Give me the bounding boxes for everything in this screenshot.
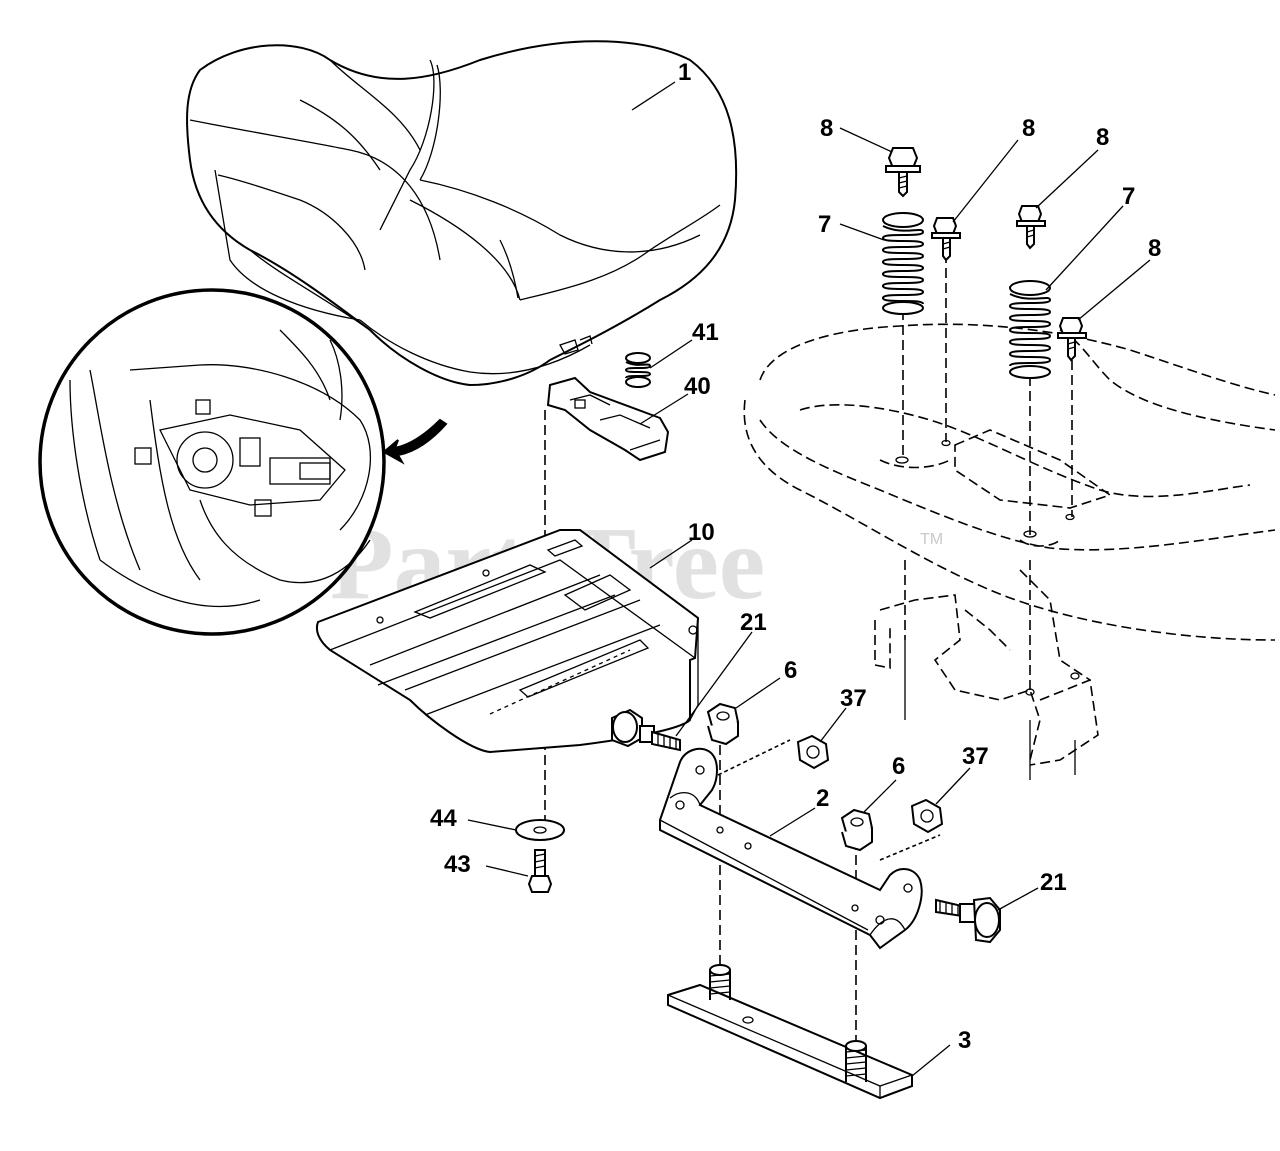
callout-seat-spring: 41 bbox=[692, 319, 719, 346]
bolt-8-far-right bbox=[1057, 317, 1087, 362]
callout-plate: 3 bbox=[958, 1027, 971, 1054]
leader-lines bbox=[467, 81, 1151, 1077]
seat-spring-41 bbox=[624, 352, 652, 388]
detail-inset bbox=[38, 288, 448, 636]
washer-44 bbox=[515, 819, 565, 841]
plate-3 bbox=[667, 964, 913, 1100]
bolt-8-left bbox=[885, 147, 921, 198]
callout-screw: 43 bbox=[444, 851, 471, 878]
callout-locknut-upper: 37 bbox=[840, 685, 867, 712]
callout-shoulder-bolt-right: 21 bbox=[1040, 869, 1067, 896]
callout-bolt-d: 8 bbox=[1148, 235, 1161, 262]
callout-locknut-lower: 37 bbox=[962, 743, 989, 770]
callout-bolt-b: 8 bbox=[1022, 115, 1035, 142]
callout-shoulder-bolt-left: 21 bbox=[740, 609, 767, 636]
locknut-37-upper bbox=[796, 734, 830, 770]
spring-7-right bbox=[1008, 280, 1052, 379]
callout-seat: 1 bbox=[678, 59, 691, 86]
callout-washer: 44 bbox=[430, 805, 457, 832]
seat-latch-40 bbox=[546, 376, 670, 462]
callout-nut-upper: 6 bbox=[784, 657, 797, 684]
bracket-2 bbox=[659, 747, 923, 950]
callout-bolt-a: 8 bbox=[820, 115, 833, 142]
callout-labels: 1 8 8 8 8 7 7 41 40 10 21 6 37 2 6 37 21… bbox=[430, 59, 1161, 1054]
bolt-8-right bbox=[1016, 205, 1046, 250]
shoulder-bolt-21-right bbox=[935, 896, 1001, 944]
locknut-37-lower bbox=[910, 798, 944, 834]
screw-43 bbox=[527, 849, 553, 893]
callout-bracket: 2 bbox=[816, 785, 829, 812]
nut-6-upper bbox=[706, 702, 740, 746]
bolt-8-center bbox=[931, 217, 961, 262]
callout-spring-left: 7 bbox=[818, 211, 831, 238]
watermark-trademark: TM bbox=[920, 531, 943, 548]
callout-nut-lower: 6 bbox=[892, 753, 905, 780]
shoulder-bolt-21-left bbox=[611, 708, 681, 752]
callout-spring-right: 7 bbox=[1122, 183, 1135, 210]
mower-frame-outline bbox=[743, 323, 1276, 780]
seat bbox=[186, 40, 738, 387]
callout-seat-pan: 10 bbox=[688, 519, 715, 546]
spring-7-left bbox=[881, 212, 925, 315]
nut-6-lower bbox=[840, 808, 874, 852]
callout-seat-latch: 40 bbox=[684, 373, 711, 400]
seat-pan-10 bbox=[315, 529, 700, 754]
callout-bolt-c: 8 bbox=[1096, 124, 1109, 151]
